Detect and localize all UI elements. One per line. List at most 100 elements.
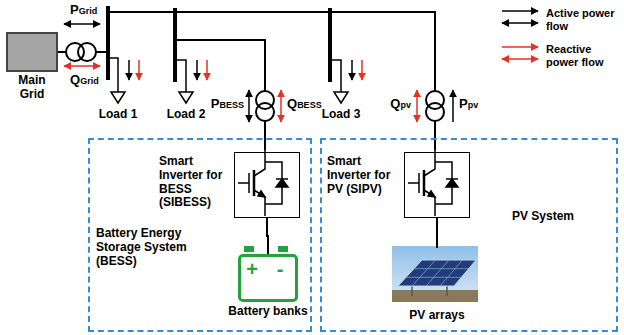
igbt-symbol — [253, 170, 256, 196]
grid-transformer — [78, 43, 96, 61]
igbt-symbol — [428, 191, 435, 197]
node-label: Battery banks — [228, 305, 307, 319]
feeder-wire — [434, 121, 436, 150]
pv-panel-picture — [398, 260, 476, 286]
grid-source-box: Main Grid — [6, 32, 58, 72]
legend-sample — [502, 10, 538, 12]
node-label: Main Grid — [8, 74, 56, 102]
pv-panel-picture — [426, 260, 449, 286]
power-label: QGrid — [70, 72, 99, 89]
legend-sample — [502, 58, 538, 60]
battery-polarity: - — [277, 258, 284, 280]
igbt-symbol — [446, 178, 458, 180]
igbt-symbol — [276, 178, 288, 180]
igbt-symbol — [446, 179, 458, 187]
bus-bar — [108, 6, 330, 82]
power-label: QBESS — [287, 96, 322, 113]
legend-sample — [502, 46, 538, 48]
battery-terminal — [244, 246, 254, 252]
load-label: Load 1 — [99, 106, 138, 122]
igbt-symbol — [276, 179, 288, 187]
igbt-symbol — [408, 150, 458, 216]
reactive-power-arrow — [138, 60, 140, 80]
legend-sample — [502, 11, 538, 59]
pv-panel-picture — [392, 246, 478, 302]
battery-terminal — [278, 246, 288, 252]
load-label: Load 3 — [322, 106, 361, 122]
bess-region: Battery Energy Storage System (BESS) Smar… — [88, 138, 312, 332]
pv-array-picture: PV arrays — [394, 248, 480, 304]
active-power-arrow — [196, 60, 198, 80]
bus-bar — [106, 6, 110, 80]
bus-bar — [328, 8, 332, 82]
active-power-arrow — [64, 24, 453, 122]
igbt-symbol — [423, 170, 426, 196]
transformer-symbol — [256, 91, 444, 121]
power-label: Ppv — [459, 96, 478, 113]
power-label: Qpv — [390, 96, 411, 113]
transformer-symbol — [426, 103, 444, 121]
load-symbol — [334, 92, 348, 103]
pv-panel-picture — [392, 246, 478, 302]
active-power-arrow — [452, 90, 454, 122]
inverter-box: Smart Inverter for BESS (SIBESS) — [234, 152, 300, 218]
pv-panel-picture — [392, 290, 478, 302]
node-label: PV System — [512, 210, 612, 224]
legend-label: Reactive power flow — [546, 43, 622, 69]
power-label: PBESS — [211, 96, 244, 113]
node-label: Smart Inverter for BESS (SIBESS) — [159, 155, 229, 210]
node-label: Battery Energy Storage System (BESS) — [96, 227, 200, 268]
load-label: Load 2 — [167, 106, 206, 122]
igbt-symbol — [238, 150, 288, 216]
reactive-power-arrow — [64, 60, 417, 122]
pv-panel-picture — [406, 260, 469, 286]
feeder-wire — [264, 121, 266, 150]
igbt-symbol — [238, 173, 249, 193]
load-symbol — [330, 60, 341, 92]
pv-panel-picture — [440, 260, 463, 286]
legend-label: Active power flow — [546, 7, 622, 33]
igbt-symbol — [254, 190, 265, 216]
load-symbol — [108, 58, 118, 92]
igbt-symbol — [408, 173, 419, 193]
connector-line — [436, 218, 438, 248]
load-symbol — [108, 58, 348, 103]
load-symbol — [179, 92, 193, 103]
feeder-wire — [108, 12, 435, 150]
power-label: PGrid — [70, 2, 97, 19]
active-power-arrow — [128, 60, 130, 80]
reactive-power-arrow — [280, 90, 282, 122]
battery-terminal — [244, 246, 288, 252]
reactive-power-arrow — [206, 60, 208, 80]
inverter-box: Smart Inverter for PV (SIPV) — [404, 152, 470, 218]
load-symbol — [175, 60, 186, 92]
reactive-power-arrow — [361, 60, 363, 80]
legend-sample — [502, 22, 538, 24]
connector-line — [267, 218, 268, 254]
igbt-symbol — [254, 150, 265, 176]
transformer-symbol — [256, 103, 274, 121]
reactive-power-arrow — [64, 65, 100, 67]
battery-polarity: + — [246, 258, 258, 280]
igbt-symbol — [258, 191, 265, 197]
pv-panel-picture — [446, 286, 448, 296]
grid-transformer — [58, 43, 108, 61]
igbt-symbol — [424, 190, 435, 216]
bus-bar — [173, 8, 177, 82]
pv-panel-picture — [412, 260, 436, 286]
active-power-arrow — [64, 23, 100, 25]
feeder-wire — [175, 40, 265, 91]
pv-region: PV System Smart Inverter for PV (SIPV) PV … — [320, 138, 618, 332]
pv-panel-picture — [411, 286, 413, 296]
node-label: Smart Inverter for PV (SIPV) — [327, 155, 399, 196]
igbt-symbol — [424, 150, 435, 176]
load-symbol — [111, 92, 125, 103]
feeder-wire — [108, 12, 435, 91]
grid-transformer — [58, 51, 66, 53]
active-power-arrow — [351, 60, 353, 80]
active-power-arrow — [248, 90, 250, 122]
